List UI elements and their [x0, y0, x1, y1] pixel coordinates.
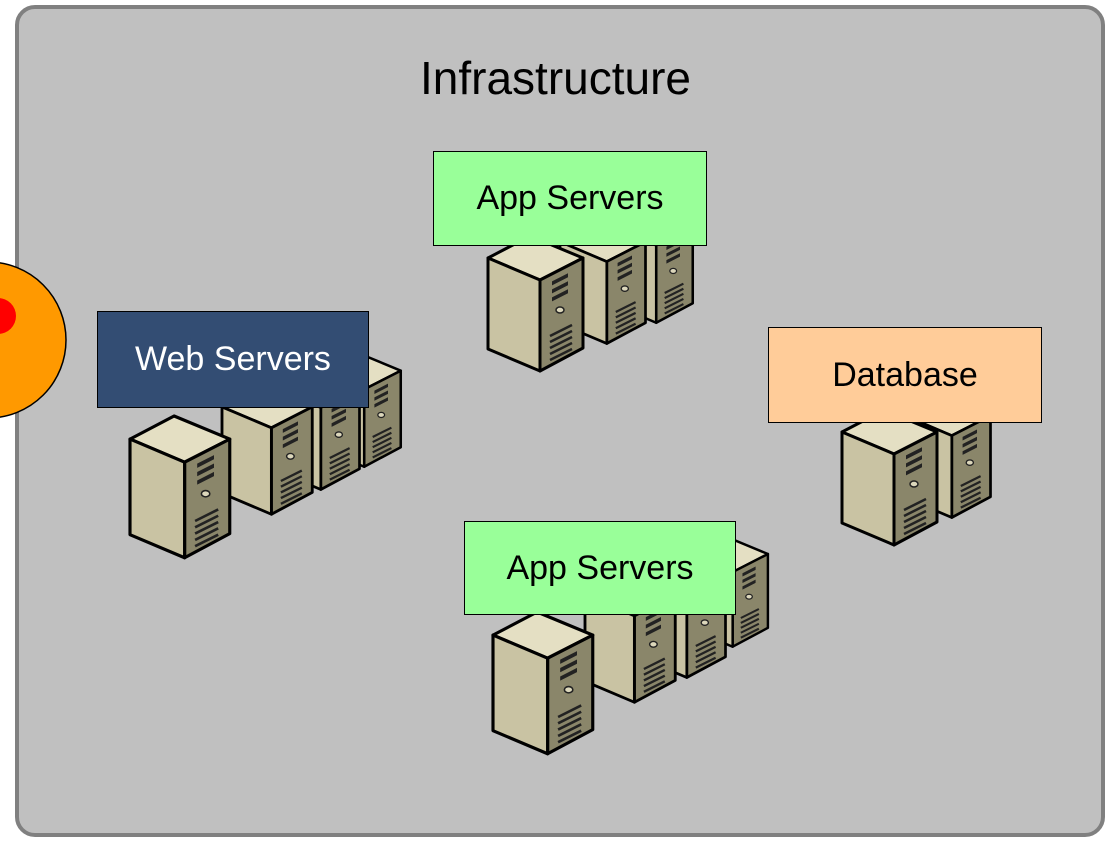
server-icon	[840, 408, 939, 547]
app-servers-bottom-label: App Servers	[464, 521, 736, 615]
client-node	[0, 262, 67, 418]
database-label: Database	[768, 327, 1042, 423]
server-icon	[491, 610, 595, 756]
web-servers-label: Web Servers	[97, 311, 369, 408]
app-servers-top-label: App Servers	[433, 151, 707, 246]
server-icon	[128, 414, 232, 560]
diagram-title: Infrastructure	[420, 52, 691, 104]
server-icon	[486, 234, 585, 373]
